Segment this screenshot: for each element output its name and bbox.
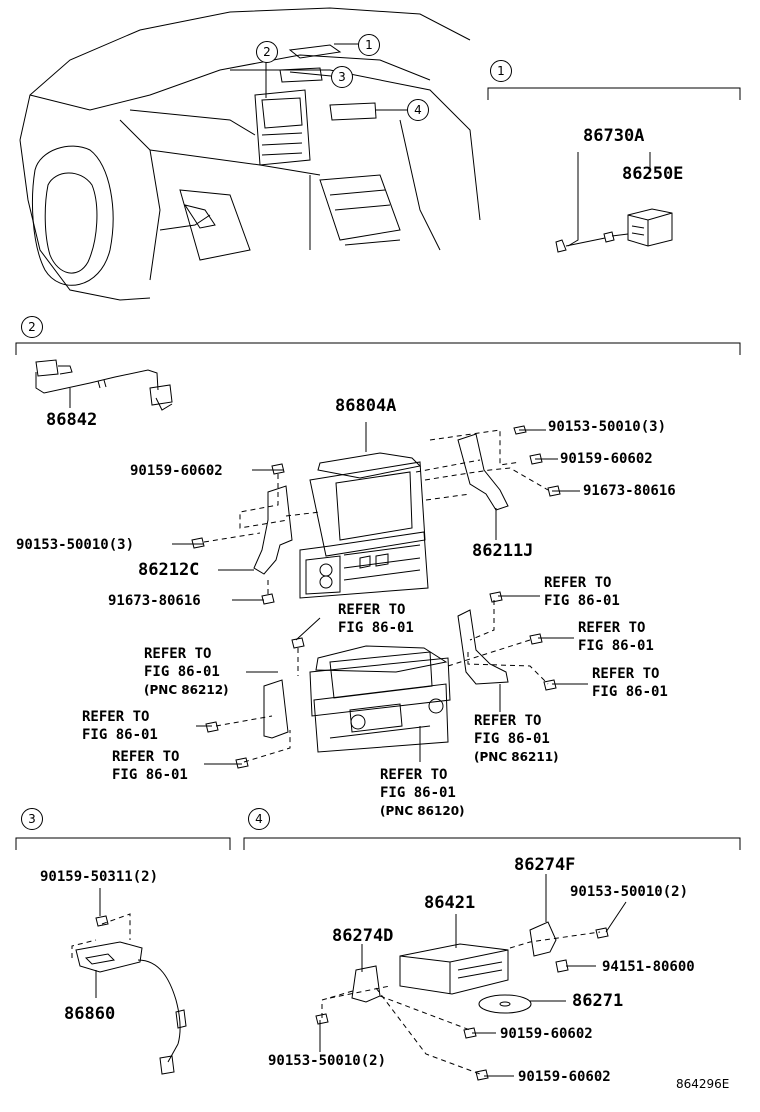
refer-7: REFER TO FIG 86-01 <box>112 748 188 784</box>
section2-brackets <box>172 425 580 605</box>
refer-6: REFER TO FIG 86-01 <box>82 708 158 744</box>
refer-3-line2: FIG 86-01 <box>578 638 654 654</box>
part-86860: 86860 <box>64 1004 116 1024</box>
refer-9-line2: FIG 86-01 <box>380 785 456 801</box>
refer-4-line1: REFER TO <box>592 666 660 682</box>
part-86842: 86842 <box>46 410 98 430</box>
refer-6-line2: FIG 86-01 <box>82 727 158 743</box>
section3-frame <box>15 837 231 850</box>
section2-marker: 2 <box>21 316 43 338</box>
refer-2-line2: FIG 86-01 <box>338 620 414 636</box>
part-86730A: 86730A <box>583 126 645 146</box>
callout-4: 4 <box>407 99 429 121</box>
part-94151-80600: 94151-80600 <box>602 959 695 975</box>
part-86211J: 86211J <box>472 541 534 561</box>
section2-harness <box>35 359 173 411</box>
refer-6-line1: REFER TO <box>82 709 150 725</box>
part-91673-80616b: 91673-80616 <box>108 593 201 609</box>
refer-7-line2: FIG 86-01 <box>112 767 188 783</box>
part-90159-60602b: 90159-60602 <box>560 451 653 467</box>
part-86274F: 86274F <box>514 855 576 875</box>
refer-9: REFER TO FIG 86-01 (PNC 86120) <box>380 766 465 820</box>
part-90153-50010-3a: 90153-50010(3) <box>548 419 667 435</box>
part-90159-50311-2: 90159-50311(2) <box>40 869 159 885</box>
refer-3-line1: REFER TO <box>578 620 646 636</box>
part-90159-60602c: 90159-60602 <box>500 1026 593 1042</box>
refer-5-line3: (PNC 86212) <box>144 683 229 697</box>
refer-8: REFER TO FIG 86-01 (PNC 86211) <box>474 712 559 766</box>
part-90159-60602d: 90159-60602 <box>518 1069 611 1085</box>
section1-art <box>555 152 673 253</box>
vehicle-illustration <box>19 7 481 301</box>
figure-code: 864296E <box>676 1077 730 1091</box>
part-91673-80616a: 91673-80616 <box>583 483 676 499</box>
refer-5-line2: FIG 86-01 <box>144 664 220 680</box>
callout-3: 3 <box>331 66 353 88</box>
part-90153-50010-2a: 90153-50010(2) <box>570 884 689 900</box>
refer-8-line3: (PNC 86211) <box>474 750 559 764</box>
section2-frame <box>15 342 741 355</box>
refer-9-line1: REFER TO <box>380 767 448 783</box>
head-unit-refer <box>196 591 588 769</box>
section4-frame <box>243 837 741 850</box>
callout-1: 1 <box>358 34 380 56</box>
part-86271: 86271 <box>572 991 624 1011</box>
refer-9-line3: (PNC 86120) <box>380 804 465 818</box>
part-86274D: 86274D <box>332 926 394 946</box>
part-86804A: 86804A <box>335 396 397 416</box>
refer-2: REFER TO FIG 86-01 <box>338 601 414 637</box>
section4-marker: 4 <box>248 808 270 830</box>
head-unit-86804A <box>299 422 429 599</box>
section1-frame <box>487 87 741 100</box>
refer-2-line1: REFER TO <box>338 602 406 618</box>
section1-marker: 1 <box>490 60 512 82</box>
part-90153-50010-2b: 90153-50010(2) <box>268 1053 387 1069</box>
part-86421: 86421 <box>424 893 476 913</box>
refer-8-line1: REFER TO <box>474 713 542 729</box>
part-86212C: 86212C <box>138 560 200 580</box>
refer-8-line2: FIG 86-01 <box>474 731 550 747</box>
section3-art <box>71 888 187 1075</box>
part-90153-50010-3b: 90153-50010(3) <box>16 537 135 553</box>
refer-3: REFER TO FIG 86-01 <box>578 619 654 655</box>
section4-art <box>315 874 627 1081</box>
refer-4-line2: FIG 86-01 <box>592 684 668 700</box>
refer-1: REFER TO FIG 86-01 <box>544 574 620 610</box>
refer-1-line2: FIG 86-01 <box>544 593 620 609</box>
refer-1-line1: REFER TO <box>544 575 612 591</box>
refer-4: REFER TO FIG 86-01 <box>592 665 668 701</box>
refer-5-line1: REFER TO <box>144 646 212 662</box>
callout-2: 2 <box>256 41 278 63</box>
refer-7-line1: REFER TO <box>112 749 180 765</box>
part-90159-60602a: 90159-60602 <box>130 463 223 479</box>
part-86250E: 86250E <box>622 164 684 184</box>
refer-5: REFER TO FIG 86-01 (PNC 86212) <box>144 645 229 699</box>
section3-marker: 3 <box>21 808 43 830</box>
